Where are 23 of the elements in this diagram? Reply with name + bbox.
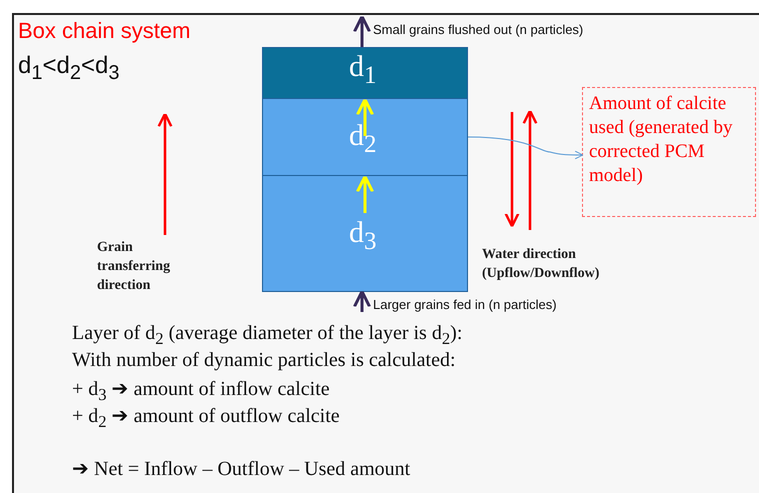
note-text: With number of dynamic particles is calculated: bbox=[72, 349, 456, 372]
note-box: Amount of calcite used (generated by corrected PCM model) bbox=[582, 87, 756, 217]
direction-label: Water direction (Upflow/Downflow) bbox=[482, 246, 600, 283]
arrow bbox=[353, 15, 371, 47]
edge-label: Larger grains fed in (n particles) bbox=[373, 297, 557, 312]
layer-box bbox=[262, 98, 468, 176]
note-text: + d$_{3}$ ➔ amount of inflow calcite bbox=[72, 377, 330, 405]
note-text: ➔ Net = Inflow – Outflow – Used amount bbox=[72, 457, 410, 481]
layer-label: d$_{2}$ bbox=[349, 119, 376, 159]
direction-label: Grain transferring direction bbox=[97, 239, 172, 295]
size-relation: d$_{1}$<d$_{2}$<d$_{3}$ bbox=[18, 52, 120, 85]
arrow bbox=[356, 98, 374, 136]
layer-label: d$_{3}$ bbox=[349, 216, 376, 256]
layer-box bbox=[262, 47, 468, 99]
arrow bbox=[353, 290, 371, 312]
note-text: Layer of d$_{2}$ (average diameter of the layer is d$_{2}$): bbox=[72, 322, 462, 349]
leader-line bbox=[468, 136, 584, 160]
layer-label: d$_{1}$ bbox=[349, 50, 376, 90]
slide-title: Box chain system bbox=[18, 18, 190, 44]
arrow bbox=[356, 175, 374, 213]
edge-label: Small grains flushed out (n particles) bbox=[373, 22, 584, 37]
layer-box bbox=[262, 175, 468, 292]
note-text: + d$_{2}$ ➔ amount of outflow calcite bbox=[72, 404, 340, 432]
